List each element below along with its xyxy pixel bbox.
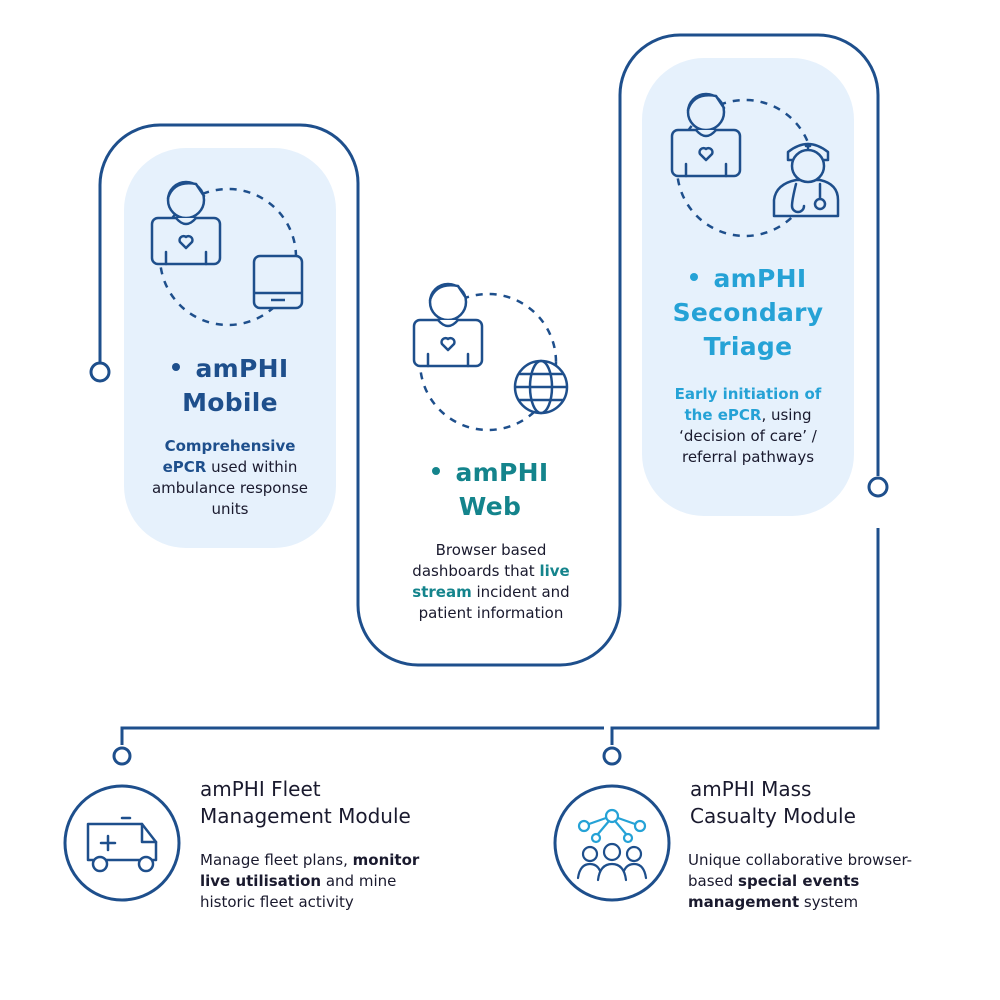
- fleet-desc-highlight: monitor live utilisation: [200, 851, 420, 890]
- mobile-description: Comprehensive ePCR used within ambulance…: [144, 436, 316, 520]
- connector-node-right: [867, 476, 889, 498]
- connector-node-left: [89, 361, 111, 383]
- mobile-title: amPHI Mobile: [124, 352, 336, 420]
- bullet-dot: [431, 467, 440, 475]
- globe-icon: [513, 359, 569, 415]
- connector-line: [98, 33, 880, 667]
- fleet-title: amPHI Fleet Management Module: [200, 777, 411, 828]
- fleet-circle: [63, 784, 181, 902]
- mass-connector-node: [602, 746, 622, 766]
- person-icon: [150, 180, 222, 266]
- mass-title: amPHI Mass Casualty Module: [690, 777, 856, 828]
- mass-desc-text-end: system: [799, 893, 859, 911]
- secondary-desc-highlight: Early initiation of the ePCR: [674, 385, 822, 424]
- mass-desc-highlight: special events management: [688, 872, 860, 911]
- mass-desc-text: Unique collaborative browser-based: [688, 851, 913, 890]
- mobile-desc-text: used within ambulance response units: [151, 458, 309, 518]
- person-icon: [670, 92, 742, 178]
- bullet-dot: [689, 273, 698, 281]
- lower-connector-line: [120, 528, 880, 745]
- network-group-icon: [576, 808, 648, 882]
- secondary-title: amPHI Secondary Triage: [672, 264, 824, 361]
- web-desc-highlight: live stream: [412, 562, 570, 601]
- ambulance-icon: [86, 816, 158, 873]
- mass-description: Unique collaborative browser-based speci…: [688, 850, 948, 913]
- doctor-icon: [772, 142, 840, 218]
- web-desc-text: Browser based dashboards that: [412, 541, 547, 580]
- secondary-description: Early initiation of the ePCR, using ‘dec…: [662, 384, 834, 468]
- secondary-desc-text: , using ‘decision of care’ / referral pa…: [679, 406, 817, 466]
- fleet-description: Manage fleet plans, monitor live utilisa…: [200, 850, 450, 913]
- fleet-connector-node: [112, 746, 132, 766]
- web-desc-text-end: incident and patient information: [418, 583, 570, 622]
- tablet-icon: [252, 254, 304, 310]
- fleet-desc-text: Manage fleet plans,: [200, 851, 353, 869]
- bullet-dot: [171, 363, 180, 371]
- web-title: amPHI Web: [380, 456, 600, 524]
- mobile-desc-highlight: Comprehensive ePCR: [162, 437, 296, 476]
- web-description: Browser based dashboards that live strea…: [395, 540, 587, 624]
- fleet-desc-text-end: and mine historic fleet activity: [200, 872, 397, 911]
- person-icon: [412, 282, 484, 368]
